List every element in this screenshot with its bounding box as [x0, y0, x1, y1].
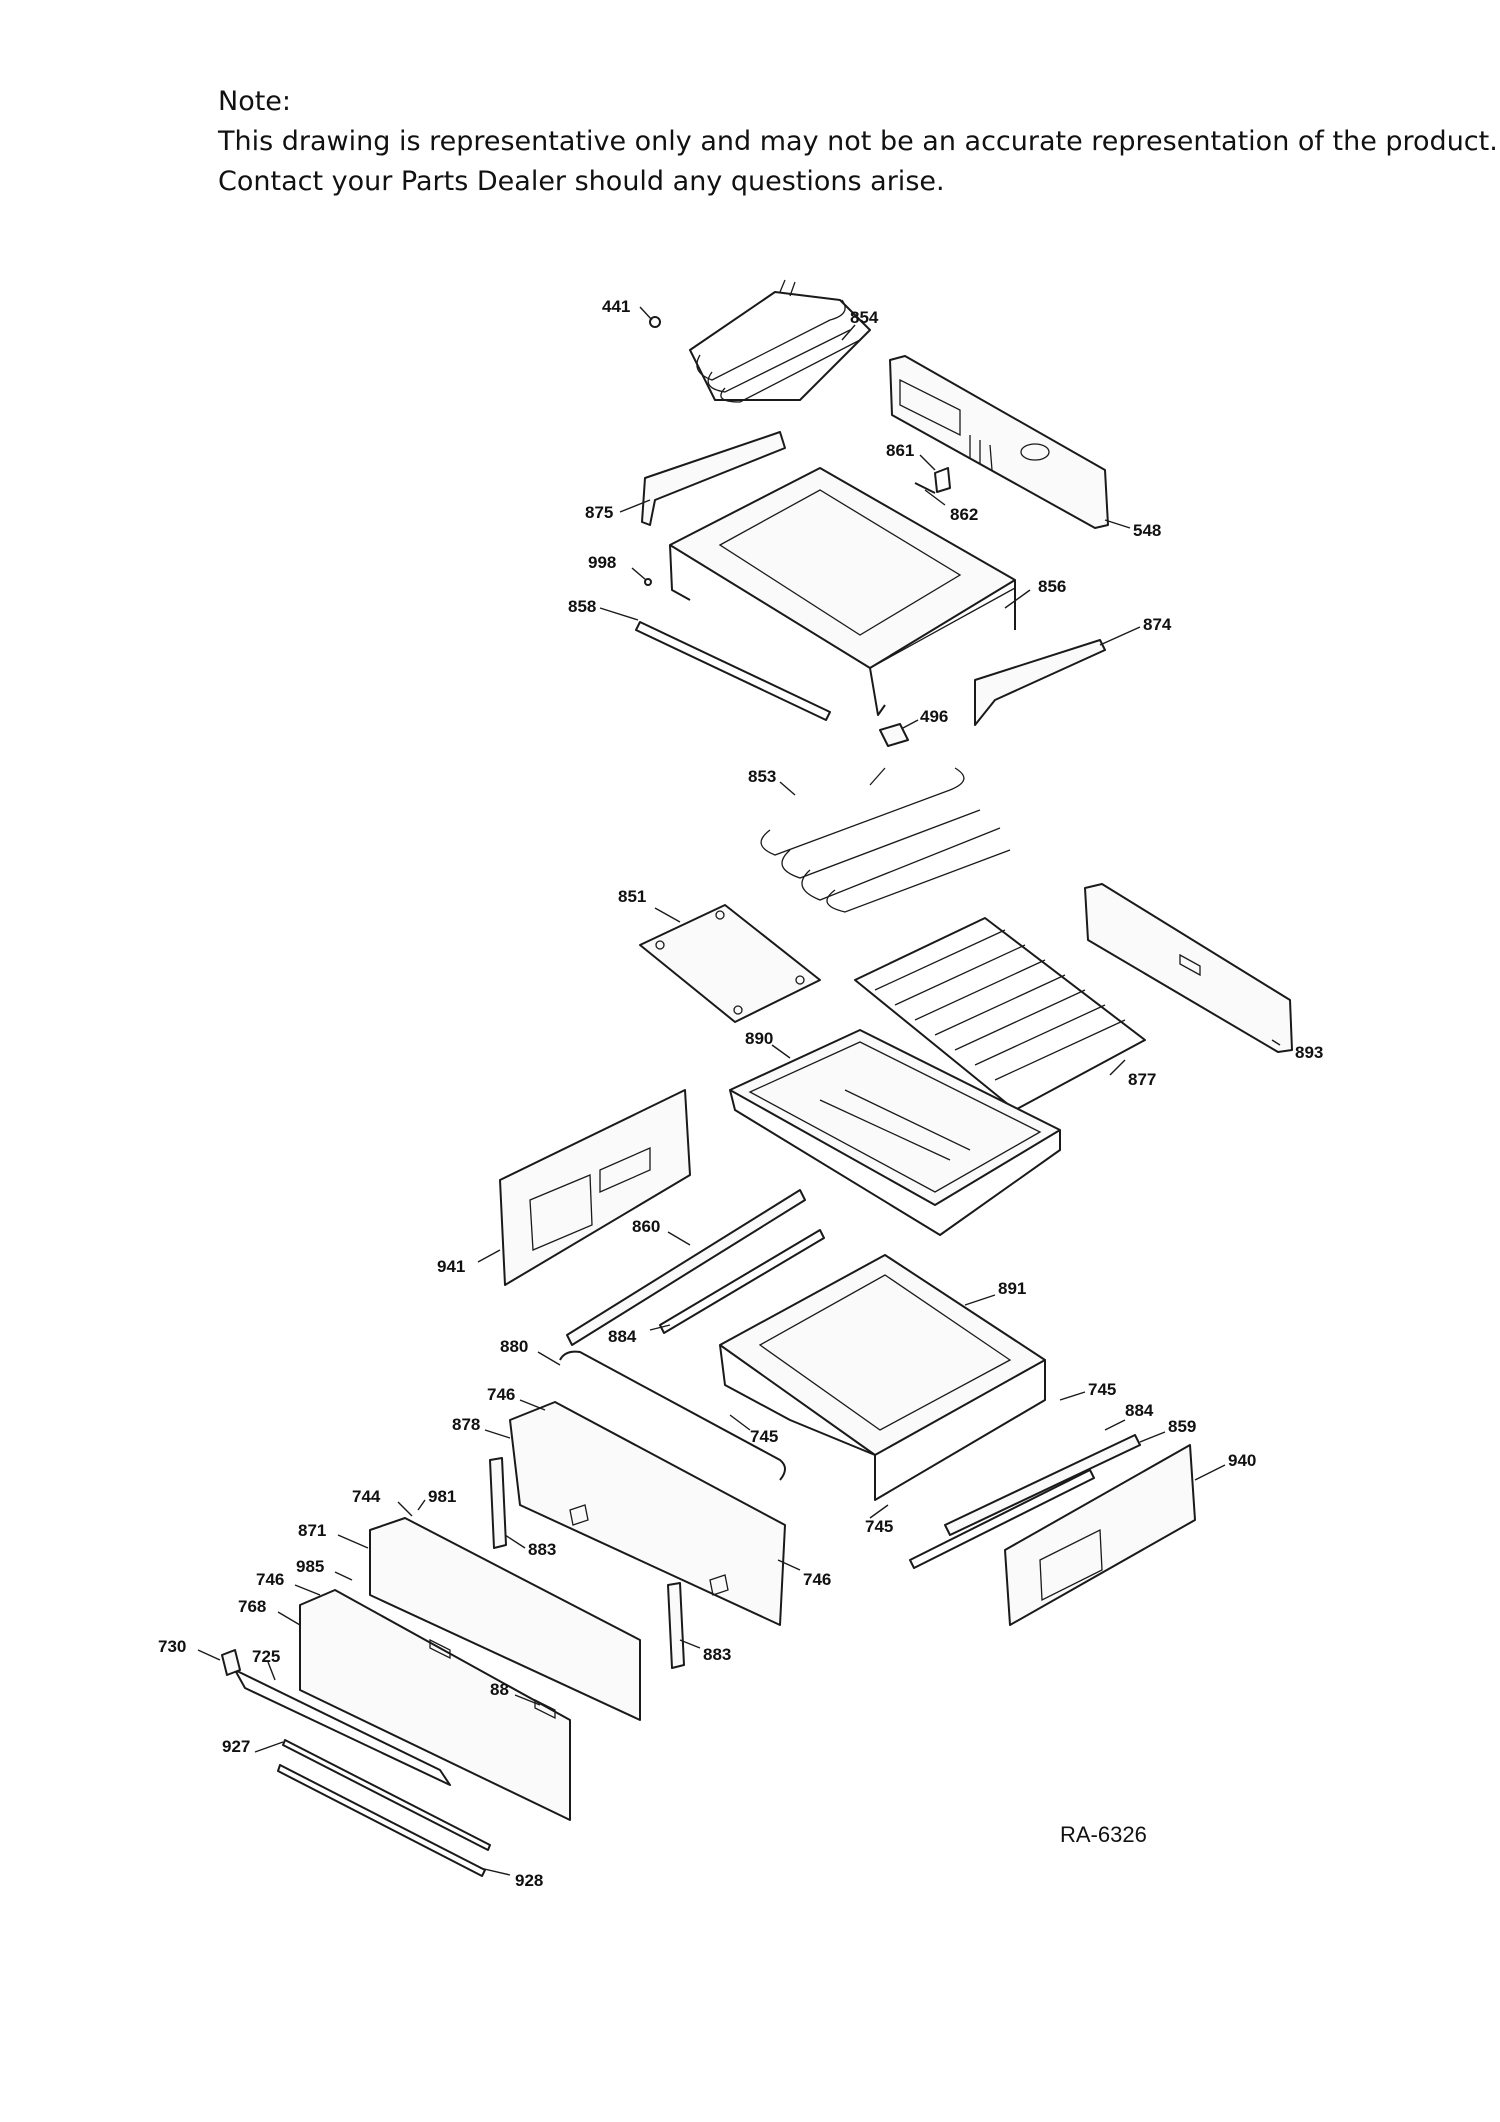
note-line-2: Contact your Parts Dealer should any que… [218, 166, 945, 197]
callout-746-c: 746 [803, 1570, 831, 1589]
part-854-broil-element [689, 279, 871, 403]
part-859-slide [944, 1434, 1141, 1536]
callout-985: 985 [296, 1557, 324, 1576]
part-862-bracket [914, 482, 936, 494]
callout-927: 927 [222, 1737, 250, 1756]
callout-862: 862 [950, 505, 978, 524]
part-878-inner-door [509, 1401, 786, 1626]
callout-928: 928 [515, 1871, 543, 1890]
part-893-back-panel-lower [1084, 883, 1293, 1053]
part-884-slide-upper [659, 1229, 825, 1334]
callout-744: 744 [352, 1487, 381, 1506]
part-730-handle-endcap [221, 1649, 241, 1676]
part-928-trim [277, 1764, 486, 1877]
callout-746-b: 746 [256, 1570, 284, 1589]
part-548-rear-panel [889, 355, 1109, 529]
callout-725: 725 [252, 1647, 280, 1666]
part-851-cover-plate [639, 904, 821, 1023]
callout-745-a: 745 [750, 1427, 778, 1446]
callout-877: 877 [1128, 1070, 1156, 1089]
callout-858: 858 [568, 597, 596, 616]
callout-940: 940 [1228, 1451, 1256, 1470]
callout-891: 891 [998, 1279, 1026, 1298]
part-496-sensor [879, 723, 909, 747]
callout-854: 854 [850, 308, 879, 327]
callout-875: 875 [585, 503, 613, 522]
callout-861: 861 [886, 441, 914, 460]
part-874-side-bracket-right [974, 639, 1106, 726]
callout-878: 878 [452, 1415, 480, 1434]
callout-746-a: 746 [487, 1385, 515, 1404]
part-927-trim [282, 1739, 491, 1851]
part-883-bracket-right [667, 1582, 685, 1669]
callout-880: 880 [500, 1337, 528, 1356]
callout-730: 730 [158, 1637, 186, 1656]
callout-768: 768 [238, 1597, 266, 1616]
callout-856: 856 [1038, 577, 1066, 596]
part-998-screw [644, 578, 652, 586]
part-853-bake-element [760, 767, 1011, 913]
part-890-drawer-pan [729, 1029, 1061, 1236]
part-768-door-outer [299, 1589, 571, 1821]
part-891-drawer-frame [719, 1254, 1046, 1501]
part-858-rail [635, 621, 831, 721]
part-871-insulation [369, 1517, 641, 1721]
callout-883-b: 883 [703, 1645, 731, 1664]
leader-lines [197, 306, 1281, 1876]
note-heading: Note: [218, 86, 292, 117]
diagram-code: RA-6326 [1060, 1822, 1147, 1847]
part-725-door-handle [234, 1669, 451, 1786]
callout-548: 548 [1133, 521, 1161, 540]
disclaimer-note: Note: This drawing is representative onl… [218, 82, 1498, 202]
part-883-bracket-left [489, 1457, 507, 1549]
part-884-slide-lower [909, 1469, 1095, 1569]
part-875-side-bracket-left [641, 431, 786, 526]
part-941-side-panel-left [499, 1089, 691, 1286]
note-line-1: This drawing is representative only and … [218, 126, 1498, 157]
part-441-screw [649, 316, 661, 328]
callout-88: 88 [490, 1680, 509, 1699]
part-856-oven-top [669, 467, 1016, 716]
part-877-oven-rack [854, 917, 1146, 1111]
callout-884: 884 [608, 1327, 637, 1346]
callout-871: 871 [298, 1521, 326, 1540]
callout-893: 893 [1295, 1043, 1323, 1062]
callout-496: 496 [920, 707, 948, 726]
callout-998: 998 [588, 553, 616, 572]
part-861-switch [934, 467, 951, 493]
callout-860: 860 [632, 1217, 660, 1236]
callout-981: 981 [428, 1487, 456, 1506]
part-860-drawer-slide [566, 1189, 806, 1346]
callout-884-b: 884 [1125, 1401, 1154, 1420]
callout-883-a: 883 [528, 1540, 556, 1559]
callout-859: 859 [1168, 1417, 1196, 1436]
callout-745-b: 745 [1088, 1380, 1116, 1399]
part-880-door-gasket [559, 1350, 786, 1481]
callout-853: 853 [748, 767, 776, 786]
callout-851: 851 [618, 887, 646, 906]
part-940-side-panel-right [1004, 1444, 1196, 1626]
callout-941: 941 [437, 1257, 465, 1276]
callout-874: 874 [1143, 615, 1172, 634]
callout-441: 441 [602, 297, 630, 316]
callout-745-c: 745 [865, 1517, 893, 1536]
callout-890: 890 [745, 1029, 773, 1048]
callout-labels: 441 854 548 861 862 875 998 856 858 874 … [158, 297, 1323, 1890]
